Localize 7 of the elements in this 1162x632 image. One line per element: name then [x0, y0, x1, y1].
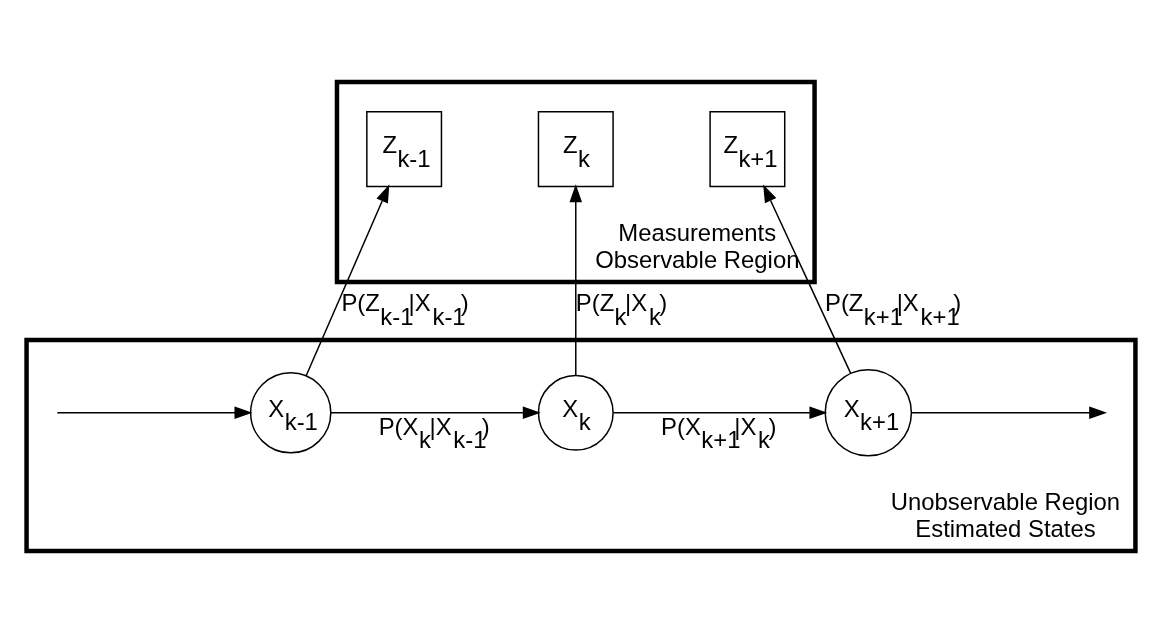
arrow — [305, 184, 390, 376]
arrow — [910, 406, 1108, 419]
arrow — [763, 183, 852, 374]
arrow — [569, 183, 583, 376]
arrow — [330, 406, 541, 419]
arrow — [612, 406, 828, 419]
arrow — [56, 406, 253, 419]
